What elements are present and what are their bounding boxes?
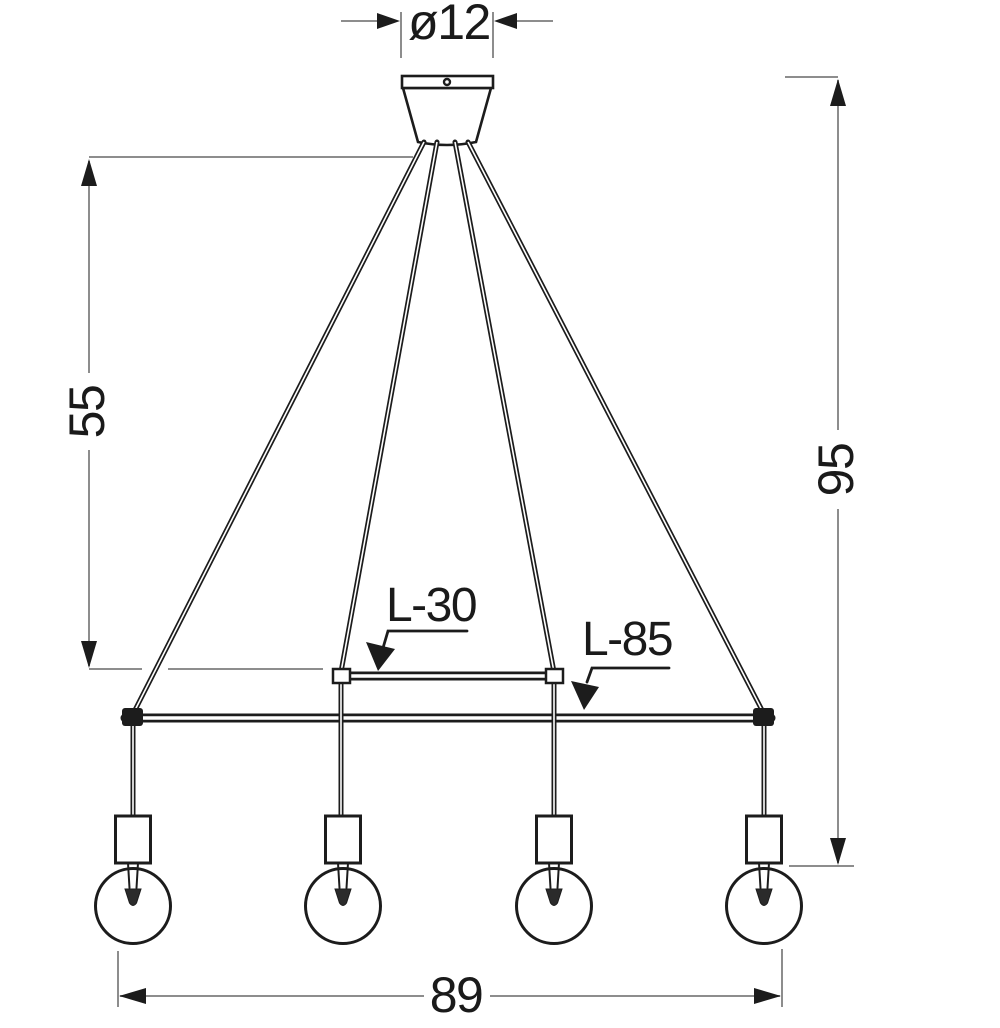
down-arrowhead xyxy=(830,838,846,865)
canopy-mount-dot xyxy=(442,77,452,87)
filament-stem xyxy=(548,862,552,889)
filament-stem xyxy=(135,862,139,889)
leader-line xyxy=(585,666,671,684)
bulb-unit-1 xyxy=(94,814,172,945)
right-arrowhead xyxy=(754,988,781,1004)
cord-l85-leader xyxy=(571,666,671,710)
up-arrowhead xyxy=(830,79,846,106)
dim-height-95-label: 95 xyxy=(808,443,864,497)
left-arrowhead xyxy=(119,988,146,1004)
cord-length-30-label: L-30 xyxy=(385,579,478,632)
bar-end-fittings xyxy=(122,667,774,726)
canopy-cup xyxy=(401,86,493,147)
filament-stem xyxy=(127,862,131,889)
inner-bar-left-cap xyxy=(331,667,352,685)
bulb-base xyxy=(545,888,563,906)
canopy-band xyxy=(400,74,495,90)
inner-bar-right-cap xyxy=(544,667,565,685)
outer-bar-left-connector xyxy=(122,708,143,726)
support-bars xyxy=(120,671,776,723)
suspension-wire-2-core xyxy=(340,141,438,673)
outer-bar-right-connector xyxy=(753,708,774,726)
up-arrowhead xyxy=(81,159,97,186)
ceiling-canopy xyxy=(400,74,495,147)
bulb-base xyxy=(755,888,773,906)
bulb-unit-4 xyxy=(725,814,803,945)
bulb-socket xyxy=(745,814,783,865)
height-95-dimension xyxy=(785,76,854,867)
right-arrowhead xyxy=(377,13,400,29)
cord-length-85-label: L-85 xyxy=(581,613,674,666)
height-55-dimension xyxy=(81,156,413,670)
bulb-socket xyxy=(114,814,152,865)
suspension-wire-1-core xyxy=(132,141,425,715)
filament-stem xyxy=(758,862,762,889)
filament-stem xyxy=(766,862,770,889)
bulb-base xyxy=(124,888,142,906)
leader-arrowhead xyxy=(571,681,599,710)
suspension-wires xyxy=(130,139,767,717)
bulb-socket xyxy=(324,814,362,865)
cord-l30-leader xyxy=(366,629,469,671)
leader-arrowhead xyxy=(366,642,395,671)
width-89-dimension xyxy=(117,949,783,1007)
bulb-base xyxy=(334,888,352,906)
diameter-dimension xyxy=(341,12,553,58)
filament-stem xyxy=(337,862,341,889)
bulb-socket xyxy=(535,814,573,865)
filament-stem xyxy=(345,862,349,889)
drop-wires xyxy=(130,669,767,821)
bulb-unit-3 xyxy=(515,814,593,945)
dim-height-55-label: 55 xyxy=(59,385,115,439)
down-arrowhead xyxy=(81,641,97,668)
dim-diameter-label: ø12 xyxy=(408,0,491,50)
left-arrowhead xyxy=(494,13,517,29)
suspension-wire-4-core xyxy=(467,141,765,715)
suspension-wire-3-core xyxy=(454,141,555,673)
bulb-unit-2 xyxy=(304,814,382,945)
filament-stem xyxy=(556,862,560,889)
leader-line xyxy=(381,629,469,650)
dim-width-89-label: 89 xyxy=(429,967,484,1023)
